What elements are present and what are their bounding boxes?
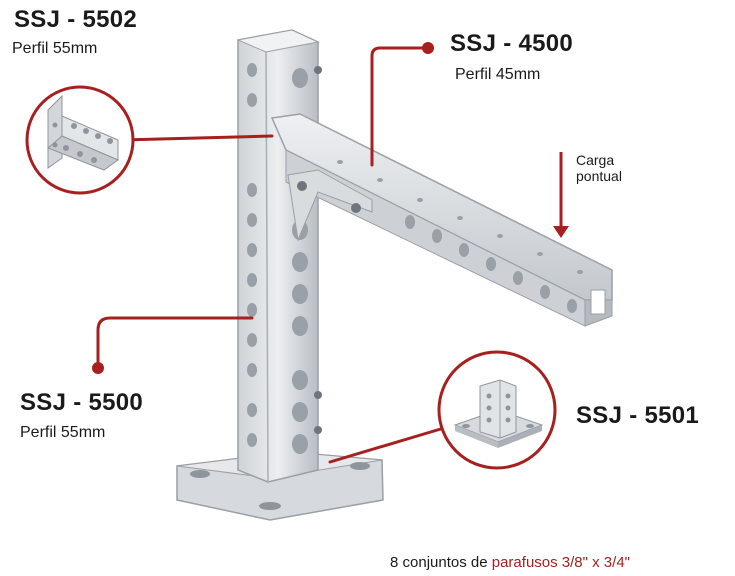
base-slot xyxy=(350,462,370,470)
label-code-5500: SSJ - 5500 xyxy=(20,389,144,416)
callout-dot-5500 xyxy=(92,362,104,374)
footer-note: 8 conjuntos de parafusos 3/8" x 3/4" xyxy=(390,554,630,571)
angle-bracket xyxy=(287,169,373,242)
load-label: Carga pontual xyxy=(576,152,622,184)
label-code-5502: SSJ - 5502 xyxy=(14,6,138,33)
footer-highlight: parafusos 3/8" x 3/4" xyxy=(491,554,630,571)
label-profile-5500: Perfil 55mm xyxy=(20,424,106,441)
vertical-post xyxy=(236,29,322,483)
load-arrow xyxy=(553,152,569,238)
base-slot xyxy=(259,502,281,510)
load-label-line2: pontual xyxy=(576,168,622,184)
footer-prefix: 8 conjuntos de xyxy=(390,554,492,571)
detail-circle-5501 xyxy=(437,350,557,470)
callout-dot-4500 xyxy=(422,42,434,54)
label-profile-5502: Perfil 55mm xyxy=(12,40,98,57)
callout-line-5500 xyxy=(96,316,254,370)
detail-circle-5502 xyxy=(25,85,135,195)
base-slot xyxy=(190,470,210,478)
base-plate xyxy=(176,451,384,521)
load-label-line1: Carga xyxy=(576,152,615,168)
label-profile-4500: Perfil 45mm xyxy=(455,66,541,83)
callout-lines xyxy=(96,46,446,464)
label-code-5501: SSJ - 5501 xyxy=(576,402,700,429)
callout-line-5501 xyxy=(328,426,446,464)
callout-line-5502 xyxy=(118,134,274,142)
label-code-4500: SSJ - 4500 xyxy=(450,30,574,57)
callout-line-4500 xyxy=(370,46,426,167)
